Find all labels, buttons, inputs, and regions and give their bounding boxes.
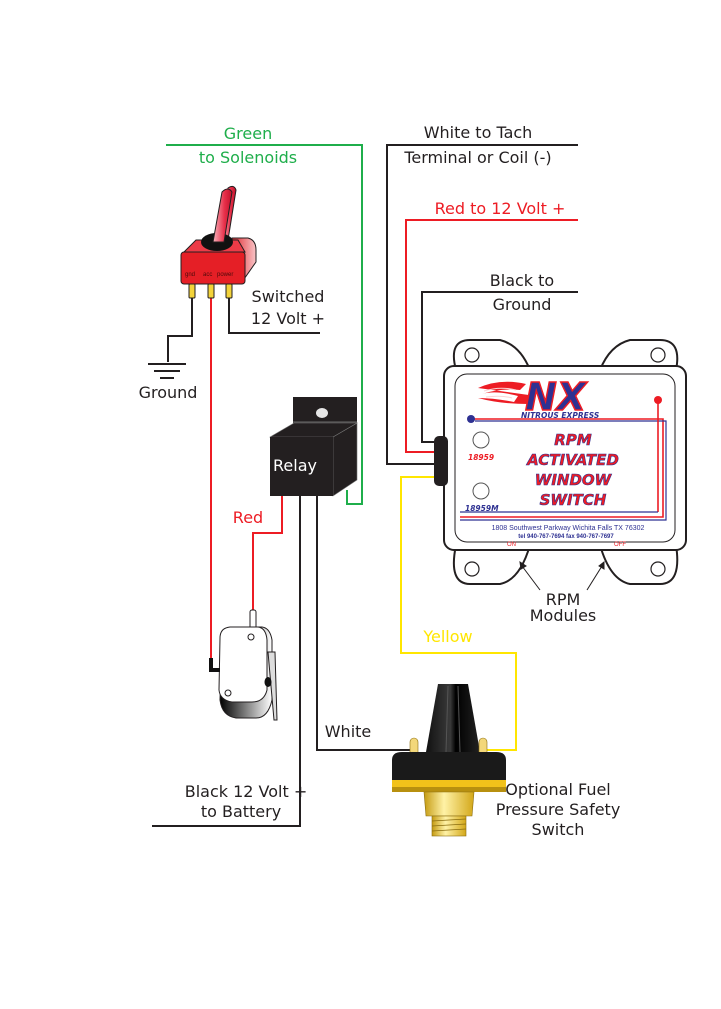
red-12v-wire [405,219,578,453]
red-12v-label: Red to 12 Volt + [435,199,566,218]
fuel-label-line-3: Switch [532,820,585,839]
relay: Relay [268,397,359,497]
relay-red-wire [252,496,283,612]
ground-symbol-label: Ground [139,383,198,402]
indicator-dot-blue [467,415,475,423]
rpm-modules-arrows [519,560,605,591]
tach-label-line-1: White to Tach [424,123,533,142]
indicator-dot-red [654,396,662,404]
rpm-modules-label-line-1: RPM [546,590,581,609]
relay-white-wire [152,496,301,827]
pin-power [225,283,233,299]
part-number-on: 18959 [468,453,494,462]
nx-logo: NX [525,375,588,419]
switch-red-wire [210,298,212,671]
module-title-line-3: WINDOW [535,471,613,489]
pin-label-gnd: gnd [185,272,195,278]
fuel-label-line-2: Pressure Safety [496,800,621,819]
ground-wire [421,291,578,443]
ground-label-line-2: Ground [493,295,552,314]
tach-label-line-2: Terminal or Coil (-) [403,148,551,167]
relay-white-wire-2 [316,496,412,751]
switched-label-line-2: 12 Volt + [251,309,325,328]
module-slot-on [472,431,490,449]
module-title-line-2: ACTIVATED [526,451,619,469]
nitrous-express-label: NITROUS EXPRESS [521,411,599,420]
module-title-line-1: RPM [554,431,592,449]
part-number-off: 18959M [465,504,499,513]
ground-label-line-1: Black to [490,271,554,290]
battery-label-line-1: Black 12 Volt + [185,782,308,801]
ground-symbol [148,363,186,379]
relay-label: Relay [273,456,317,475]
micro-body [218,626,268,703]
module-face [454,373,676,543]
red-label: Red [233,508,263,527]
module-slot-off [472,482,490,500]
pin-label-acc: acc [203,272,212,278]
white-label: White [325,722,372,741]
battery-label-line-2: to Battery [201,802,281,821]
micro-lever [267,651,278,721]
module-connector [434,436,448,486]
pin-gnd [188,283,196,299]
switch-ground-wire [167,298,193,362]
tach-wire [386,144,578,465]
rpm-modules-label-line-2: Modules [530,606,597,625]
green-label-line-2: to Solenoids [199,148,297,167]
toggle-body [180,251,246,285]
yellow-label: Yellow [422,627,472,646]
fuel-pressure-switch [392,684,506,837]
fuel-label-line-1: Optional Fuel [505,780,611,799]
switched-12v-wire [228,298,320,334]
relay-mount-hole [316,408,328,418]
off-label: OFF [614,542,626,548]
relay-body [270,437,333,496]
on-label: ON [507,542,516,548]
pin-acc [207,283,215,299]
flame-logo-icon [478,381,536,404]
yellow-wire [400,476,517,751]
module-title-line-4: SWITCH [540,491,607,509]
green-wire [166,144,363,505]
micro-switch [209,609,278,721]
module-address: 1808 Southwest Parkway Wichita Falls TX … [492,525,645,532]
toggle-switch: gnd acc power [180,185,257,299]
module-phone: tel 940-767-7694 fax 940-767-7697 [518,534,614,540]
pin-label-power: power [217,272,233,278]
switched-label-line-1: Switched [252,287,325,306]
rpm-window-switch-module: NX NITROUS EXPRESS 18959 18959M RPM ACTI… [434,339,687,585]
green-label-line-1: Green [224,124,272,143]
